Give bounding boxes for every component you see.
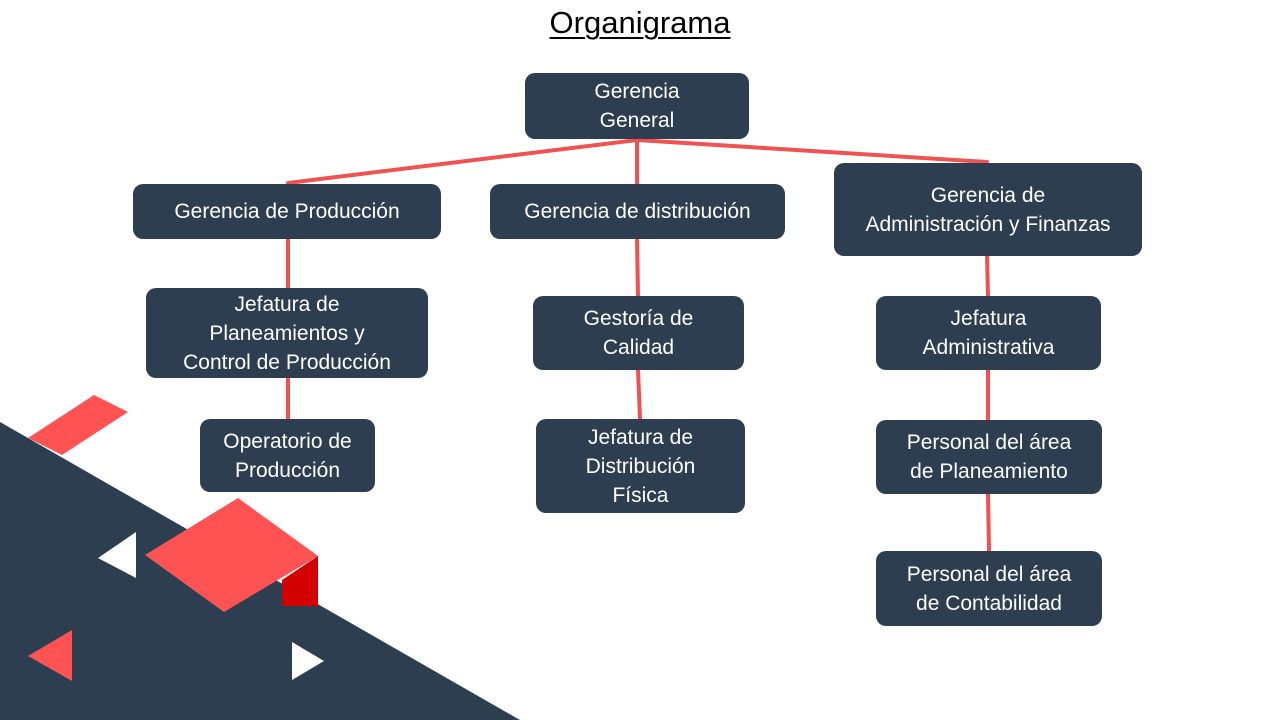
deco-red-cube-side bbox=[282, 556, 318, 606]
deco-coral-strip bbox=[28, 395, 128, 455]
connector-general-to-produccion bbox=[286, 138, 639, 185]
node-gerencia-produccion: Gerencia de Producción bbox=[133, 184, 441, 239]
connector-planeamiento-to-contabilidad bbox=[986, 492, 991, 553]
node-gerencia-administracion: Gerencia de Administración y Finanzas bbox=[834, 163, 1142, 256]
connector-general-to-administracion bbox=[635, 138, 989, 164]
node-jefatura-planeamientos: Jefatura de Planeamientos y Control de P… bbox=[146, 288, 428, 378]
connector-distribucion-to-calidad bbox=[635, 237, 640, 298]
node-personal-contabilidad: Personal del área de Contabilidad bbox=[876, 551, 1102, 626]
deco-coral-diamond bbox=[145, 498, 318, 612]
connector-administracion-to-jefatura-administrativa bbox=[985, 254, 990, 298]
node-gerencia-general: Gerencia General bbox=[525, 73, 749, 139]
node-gestoria-calidad: Gestoría de Calidad bbox=[533, 296, 744, 370]
node-personal-planeamiento: Personal del área de Planeamiento bbox=[876, 420, 1102, 494]
node-gerencia-distribucion: Gerencia de distribución bbox=[490, 184, 785, 239]
page-title: Organigrama bbox=[549, 5, 731, 40]
node-operatorio-produccion: Operatorio de Producción bbox=[200, 419, 375, 492]
node-jefatura-administrativa: Jefatura Administrativa bbox=[876, 296, 1101, 370]
node-jefatura-distribucion: Jefatura de Distribución Física bbox=[536, 419, 745, 513]
deco-white-triangle-upper bbox=[98, 532, 136, 578]
deco-white-triangle-right bbox=[292, 642, 324, 680]
deco-coral-triangle-left bbox=[28, 630, 72, 681]
connector-calidad-to-jefatura-distribucion bbox=[636, 368, 642, 421]
